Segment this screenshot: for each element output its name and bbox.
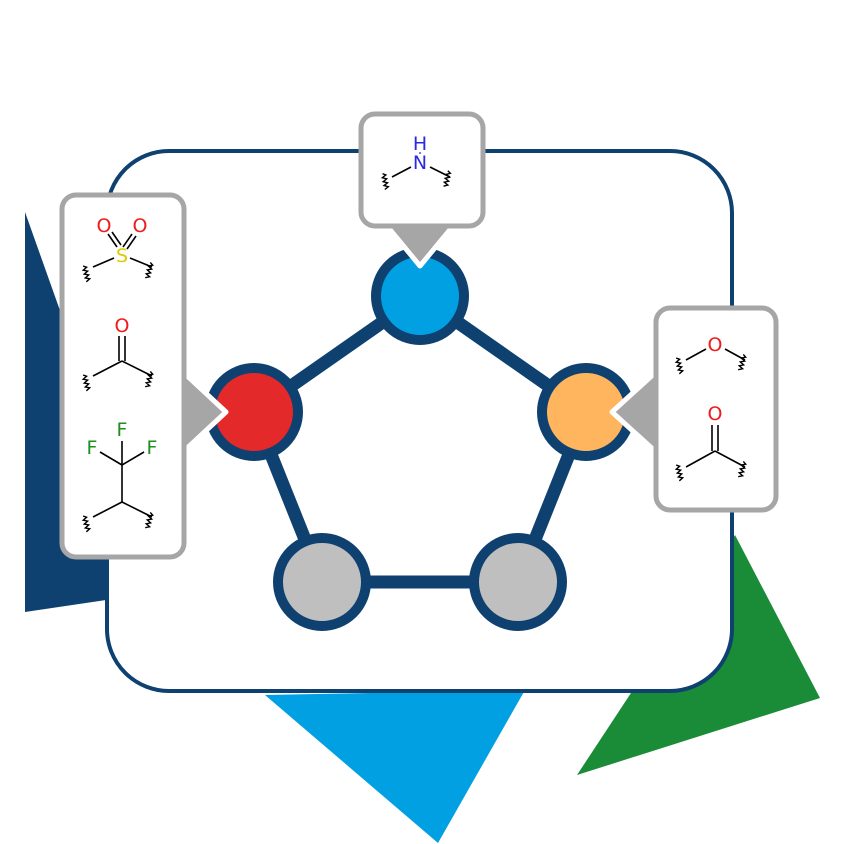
fragment-carbonyl: O <box>674 403 747 482</box>
atom-label: F <box>117 419 128 441</box>
fragment-sulfonyl: O O S <box>81 215 154 283</box>
atom-label: O <box>133 215 148 237</box>
atom-label: O <box>97 215 112 237</box>
ring-node-bottom-left <box>273 533 371 631</box>
callout-left: O O S O F F F <box>59 192 187 560</box>
atom-label: N <box>413 152 427 174</box>
atom-label: O <box>115 315 130 337</box>
callout-top: H N <box>358 111 486 229</box>
fragment-nh-amine: H N <box>380 133 452 191</box>
background-triangle-blue <box>265 690 525 843</box>
callout-right: O O <box>653 305 779 513</box>
fragment-ether: O <box>674 334 747 375</box>
atom-label: S <box>116 245 128 267</box>
atom-label: F <box>87 437 98 459</box>
atom-label: O <box>708 334 723 356</box>
atom-label: O <box>708 403 723 425</box>
atom-label: H <box>413 133 427 155</box>
ring-node-bottom-right <box>469 533 567 631</box>
atom-label: F <box>147 437 158 459</box>
fragment-carbonyl: O <box>81 315 154 392</box>
fragment-trifluoromethyl: F F F <box>81 419 158 533</box>
